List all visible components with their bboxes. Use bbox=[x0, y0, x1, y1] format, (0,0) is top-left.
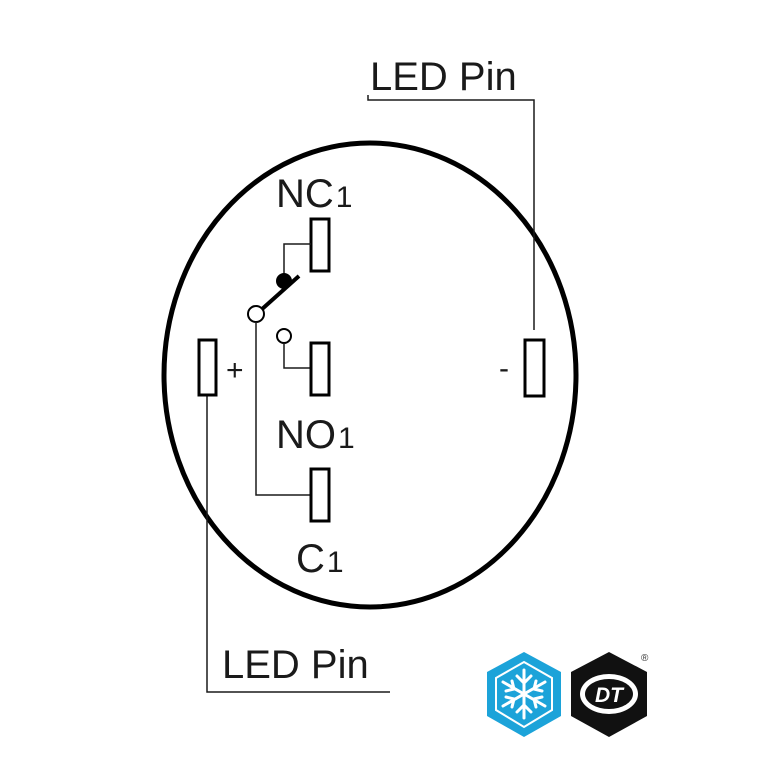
c-terminal bbox=[309, 467, 331, 523]
housing-outline bbox=[161, 140, 579, 610]
no-contact-dot bbox=[276, 328, 292, 344]
nc-sub: 1 bbox=[336, 181, 353, 214]
c-main: C bbox=[296, 537, 325, 581]
no-main: NO bbox=[276, 413, 336, 457]
led-pin-bottom-label: LED Pin bbox=[222, 643, 369, 687]
snowflake-logo bbox=[487, 652, 561, 737]
common-pivot bbox=[247, 305, 265, 323]
dt-ellipse-inner bbox=[585, 679, 633, 709]
led-pin-bottom-leader bbox=[206, 395, 390, 693]
led-minus-terminal bbox=[523, 338, 546, 398]
dt-text: DT bbox=[595, 684, 625, 707]
common-wire bbox=[255, 322, 311, 496]
switch-lever bbox=[259, 274, 301, 312]
nc-terminal bbox=[309, 217, 331, 273]
led-pin-top-label: LED Pin bbox=[370, 55, 517, 99]
led-pin-top-leader bbox=[367, 95, 535, 330]
nc-wire bbox=[283, 243, 311, 278]
no-terminal bbox=[309, 341, 331, 397]
snowflake-hexagon-inner bbox=[495, 660, 553, 729]
registered-mark: ® bbox=[641, 653, 649, 664]
minus-symbol: - bbox=[499, 352, 509, 385]
nc-label: NC1 bbox=[276, 172, 352, 216]
no-label: NO1 bbox=[276, 413, 355, 457]
nc-main: NC bbox=[276, 172, 334, 216]
snowflake-icon bbox=[501, 668, 547, 720]
no-sub: 1 bbox=[338, 422, 355, 455]
no-wire bbox=[283, 343, 311, 369]
dt-logo: DT ® bbox=[571, 652, 649, 737]
c-sub: 1 bbox=[327, 546, 344, 579]
led-plus-terminal bbox=[197, 338, 218, 397]
c-label: C1 bbox=[296, 537, 344, 581]
plus-symbol: + bbox=[226, 354, 244, 387]
